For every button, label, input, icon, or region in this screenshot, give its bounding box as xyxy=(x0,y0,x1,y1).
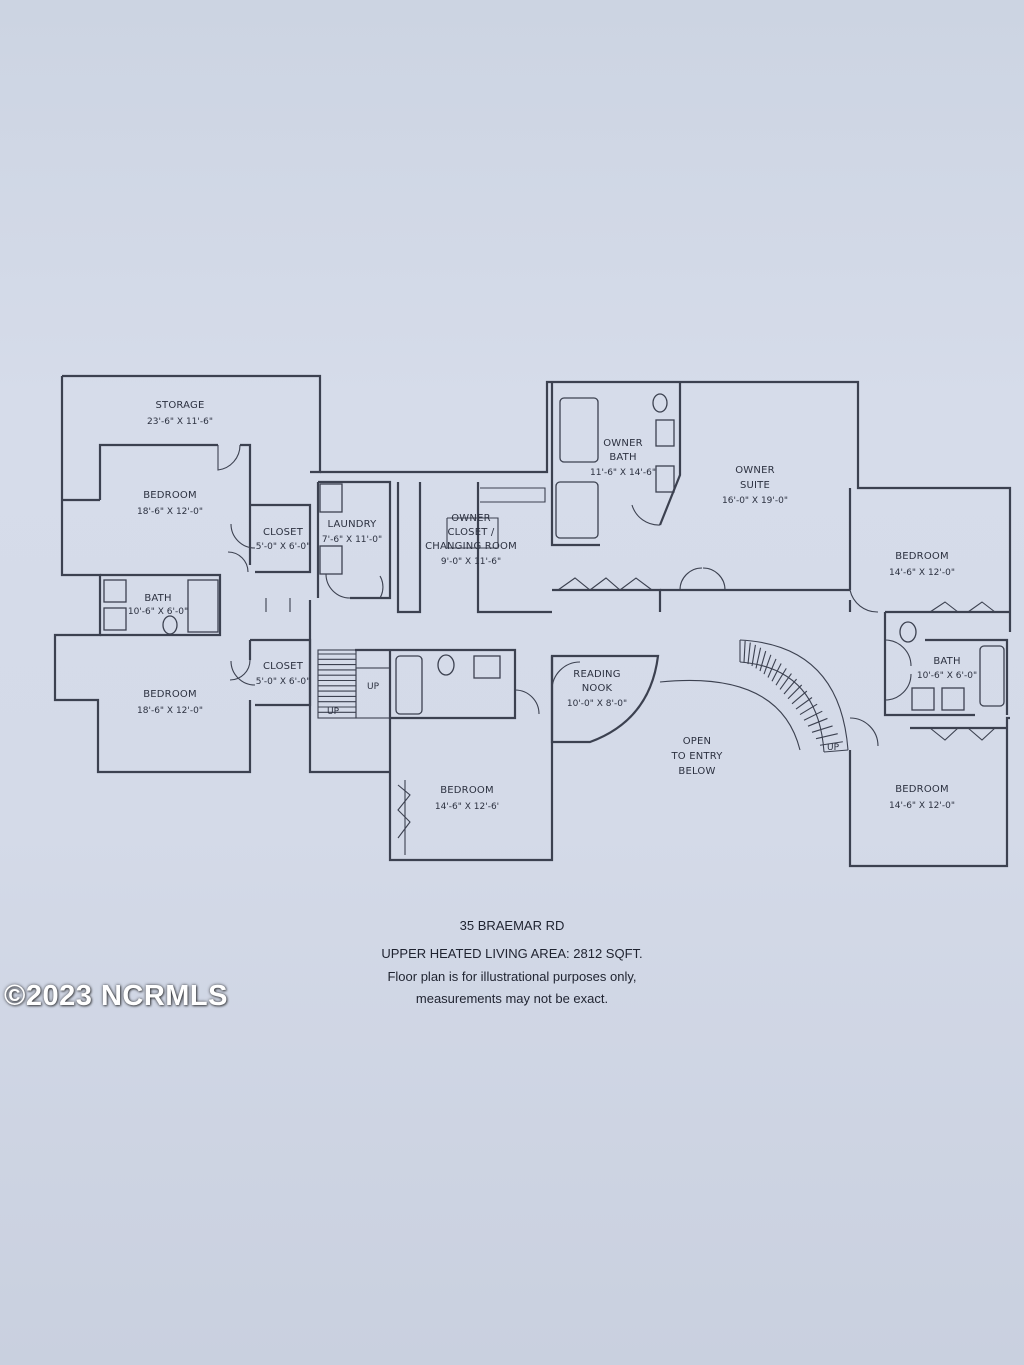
curved-stair-tread xyxy=(819,741,843,746)
curved-stair xyxy=(659,639,849,753)
owner-closet-label-1: OWNER xyxy=(451,513,491,524)
closet-upper-label: CLOSET xyxy=(263,527,304,538)
owner-closet-dims: 9'-0" X 11'-6" xyxy=(441,557,501,567)
curved-stair-tread xyxy=(811,725,833,733)
bedroom-center-dims: 14'-6" X 12'-6' xyxy=(435,802,499,812)
owner-suite-label-2: SUITE xyxy=(740,480,770,491)
owner-suite-label-1: OWNER xyxy=(735,465,775,476)
closet-upper-dims: 5'-0" X 6'-0" xyxy=(256,542,311,552)
bath-right-label: BATH xyxy=(933,656,960,667)
curved-stair-tread xyxy=(759,650,767,672)
bedroom-lower-left-label: BEDROOM xyxy=(143,689,197,700)
bedroom-right-upper-label: BEDROOM xyxy=(895,551,949,562)
curved-stair-tread xyxy=(771,663,782,682)
reading-nook-label-2: NOOK xyxy=(582,683,613,694)
owner-bath-dims: 11'-6" X 14'-6" xyxy=(590,468,656,478)
curved-stair-tread xyxy=(799,703,818,716)
open-to-entry-label-2: TO ENTRY xyxy=(670,751,723,762)
closet-lower-label: CLOSET xyxy=(263,661,304,672)
bedroom-right-lower-dims: 14'-6" X 12'-0" xyxy=(889,801,955,811)
bedroom-lower-left-dims: 18'-6" X 12'-0" xyxy=(137,706,203,716)
bath-right-dims: 10'-6" X 6'-0" xyxy=(917,671,977,681)
open-to-entry-label-3: BELOW xyxy=(678,766,715,777)
owner-closet-label-2: CLOSET / xyxy=(448,527,495,538)
curved-stair-tread xyxy=(775,668,787,686)
curved-stair-tread xyxy=(787,684,803,700)
exterior-walls xyxy=(53,374,1012,868)
copyright-watermark: ©2023 NCRMLS xyxy=(4,980,228,1012)
laundry-dims: 7'-6" X 11'-0" xyxy=(322,535,382,545)
address-caption: 35 BRAEMAR RD xyxy=(459,918,565,933)
door-swings xyxy=(217,444,912,747)
bedroom-upper-left-label: BEDROOM xyxy=(143,490,197,501)
bath-left-label: BATH xyxy=(144,593,171,604)
open-to-entry-label-1: OPEN xyxy=(683,736,712,747)
curved-stair-tread xyxy=(767,658,777,678)
disclaimer-line-2: measurements may not be exact. xyxy=(415,991,609,1006)
area-caption: UPPER HEATED LIVING AREA: 2812 SQFT. xyxy=(381,946,643,961)
straight-stair xyxy=(317,649,391,719)
curved-stair-tread xyxy=(743,640,746,663)
curved-stair-tread xyxy=(779,673,792,690)
curved-stair-tread xyxy=(823,749,849,753)
stair-up-label-b: UP xyxy=(327,707,340,717)
bedroom-right-upper-dims: 14'-6" X 12'-0" xyxy=(889,568,955,578)
curved-stair-tread xyxy=(795,697,813,710)
interior-walls xyxy=(62,382,1010,744)
curved-stair-tread xyxy=(783,678,797,695)
bath-left-dims: 10'-6" X 6'-0" xyxy=(128,607,188,617)
curved-stair-tread xyxy=(803,710,823,721)
bedroom-center-label: BEDROOM xyxy=(440,785,494,796)
fixtures xyxy=(103,393,1005,855)
curved-stair-tread xyxy=(763,654,772,675)
reading-nook-dims: 10'-0" X 8'-0" xyxy=(567,699,627,709)
stair-up-label-a: UP xyxy=(367,682,380,692)
disclaimer-line-1: Floor plan is for illustrational purpose… xyxy=(387,969,637,984)
owner-bath-label-2: BATH xyxy=(609,452,636,463)
curved-stair-tread xyxy=(791,690,808,705)
bedroom-right-lower-label: BEDROOM xyxy=(895,784,949,795)
owner-closet-label-3: CHANGING ROOM xyxy=(425,541,517,552)
owner-bath-label-1: OWNER xyxy=(603,438,643,449)
stair-up-label-c: UP xyxy=(827,743,840,753)
curved-stair-tread xyxy=(755,647,762,669)
curved-stair-tread xyxy=(751,644,756,667)
bedroom-upper-left-dims: 18'-6" X 12'-0" xyxy=(137,507,203,517)
storage-dims: 23'-6" X 11'-6" xyxy=(147,417,213,427)
storage-label: STORAGE xyxy=(155,400,204,411)
curved-stair-tread xyxy=(807,717,828,727)
laundry-label: LAUNDRY xyxy=(328,519,378,530)
reading-nook-label-1: READING xyxy=(573,669,620,680)
curved-stair-tread xyxy=(815,733,838,740)
room-labels: STORAGE 23'-6" X 11'-6" BEDROOM 18'-6" X… xyxy=(128,400,977,812)
curved-stair-tread xyxy=(747,642,751,665)
owner-suite-dims: 16'-0" X 19'-0" xyxy=(722,496,788,506)
closet-lower-dims: 5'-0" X 6'-0" xyxy=(256,677,311,687)
